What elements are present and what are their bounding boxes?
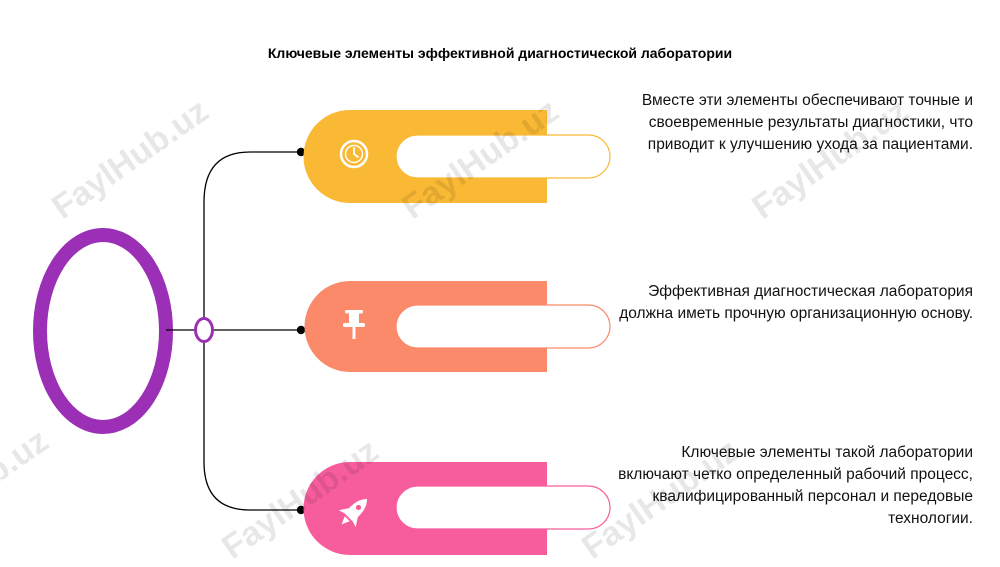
item-3-description: Ключевые элементы такой лаборатории вклю… [618, 444, 973, 527]
item-3 [303, 462, 611, 555]
connector-dot [296, 325, 306, 335]
junction-node [194, 317, 214, 343]
central-ring [33, 228, 173, 434]
item-1-pill [395, 134, 611, 179]
item-1 [303, 110, 611, 203]
connector-lines [166, 151, 302, 511]
diagram-title: Ключевые элементы эффективной диагностич… [267, 45, 733, 61]
pushpin-icon [343, 310, 365, 339]
item-1-description: Вместе эти элементы обеспечивают точные … [641, 92, 973, 153]
item-2-description: Эффективная диагностическая лаборатория … [619, 283, 973, 322]
item-2 [304, 281, 611, 372]
item-2-pill [395, 304, 611, 349]
clock-icon [339, 139, 369, 169]
rocket-icon [338, 498, 368, 528]
item-3-pill [395, 485, 611, 530]
connector-dot [296, 505, 306, 515]
connector-dot [296, 147, 306, 157]
